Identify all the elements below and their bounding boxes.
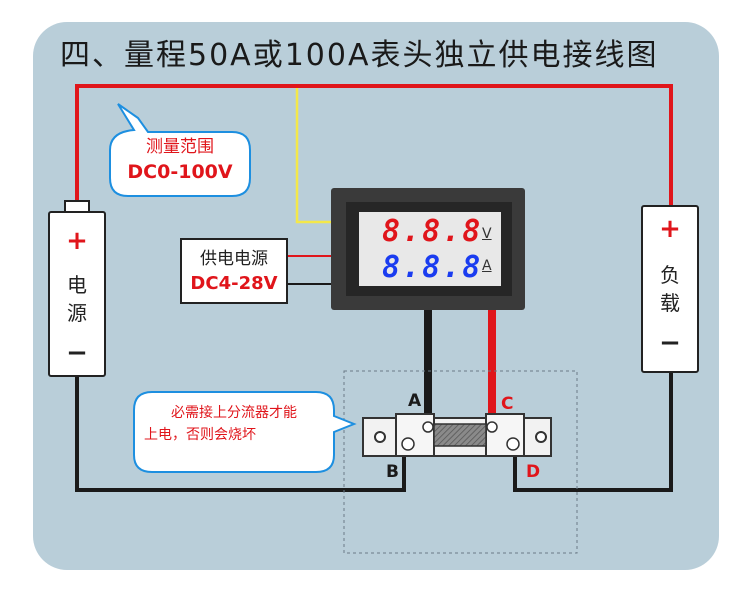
- terminal-a-label: A: [408, 391, 422, 411]
- load-label-1: 负: [660, 263, 680, 287]
- shunt-left-block: [395, 413, 435, 457]
- voltage-range-value: DC0-100V: [127, 161, 233, 183]
- mount-hole-left: [374, 431, 386, 443]
- load-label-2: 载: [660, 291, 680, 315]
- battery-label-1: 电: [67, 273, 87, 297]
- screw-c: [486, 421, 498, 433]
- voltage-digits: 8.8.8: [382, 214, 483, 249]
- power-supply-label: 供电电源: [200, 249, 268, 269]
- power-supply-value: DC4-28V: [190, 273, 278, 294]
- red-wire-top: [75, 84, 673, 205]
- shunt-resistor: [433, 423, 487, 447]
- battery-plus-sign: +: [66, 226, 88, 256]
- shunt-right-block: [485, 413, 525, 457]
- power-supply-box: 供电电源 DC4-28V: [180, 238, 288, 304]
- screw-a: [422, 421, 434, 433]
- terminal-c-label: C: [501, 394, 514, 414]
- battery: [48, 211, 106, 377]
- battery-cap: [64, 200, 90, 213]
- yellow-sense-wire: [295, 88, 335, 224]
- terminal-d-label: D: [526, 462, 541, 482]
- shunt-dashed-area: [343, 370, 578, 554]
- voltage-bubble-shape: [109, 103, 251, 197]
- mount-hole-right: [535, 431, 547, 443]
- screw-d: [506, 437, 520, 451]
- load: [641, 205, 699, 373]
- battery-minus-sign: −: [66, 338, 88, 368]
- load-minus-sign: −: [659, 328, 681, 358]
- warning-line-2: 上电，否则会烧坏: [144, 427, 256, 443]
- battery-label-2: 源: [67, 301, 87, 325]
- terminal-b-label: B: [386, 462, 399, 482]
- black-wire-b: [75, 377, 406, 492]
- warning-bubble-shape: [133, 391, 357, 473]
- voltage-range-label: 测量范围: [146, 137, 214, 157]
- screw-b: [401, 437, 415, 451]
- page-title: 四、量程50A或100A表头独立供电接线图: [60, 38, 659, 73]
- warning-line-1: 必需接上分流器才能: [171, 405, 297, 421]
- meter-screen: [359, 212, 501, 286]
- current-digits: 8.8.8: [382, 250, 483, 285]
- current-unit: A: [482, 258, 492, 274]
- voltage-unit: V: [482, 226, 492, 242]
- load-plus-sign: +: [659, 214, 681, 244]
- black-wire-d: [513, 373, 673, 492]
